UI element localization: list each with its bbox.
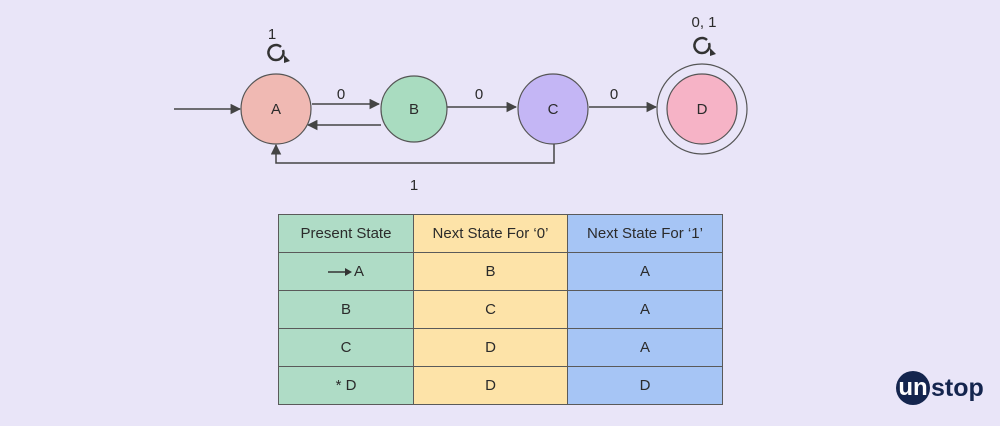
state-b-label: B (409, 101, 419, 118)
self-loop-a-icon (267, 43, 290, 63)
table-row: * D D D (278, 366, 723, 405)
state-a (240, 73, 312, 145)
next-state-1-cell: D (567, 366, 723, 405)
label-a-a: 1 (268, 26, 276, 43)
table-row: B C A (278, 290, 723, 329)
next-state-1-cell: A (567, 328, 723, 367)
present-state-cell: * D (278, 366, 414, 405)
next-state-0-cell: D (413, 366, 568, 405)
state-d-outer-ring (656, 63, 748, 155)
present-state-cell: C (278, 328, 414, 367)
state-a-label: A (271, 101, 281, 118)
table-header-row: Present State Next State For ‘0’ Next St… (278, 214, 723, 253)
label-d-d: 0, 1 (691, 14, 716, 31)
label-a-b: 0 (337, 86, 345, 103)
header-next-state-0: Next State For ‘0’ (413, 214, 568, 253)
header-present-state: Present State (278, 214, 414, 253)
table-row: A B A (278, 252, 723, 291)
state-d-label: D (697, 101, 708, 118)
dfa-diagram: A B C D 1 0 0 1 0 0, 1 (174, 14, 748, 194)
edge-c-a (270, 142, 555, 164)
state-d (666, 73, 738, 145)
label-b-c: 0 (475, 86, 483, 103)
present-state-value: D (345, 377, 357, 394)
start-state-arrow-icon (327, 268, 352, 277)
transition-table: Present State Next State For ‘0’ Next St… (278, 214, 723, 405)
next-state-1-cell: A (567, 290, 723, 329)
next-state-1-cell: A (567, 252, 723, 291)
next-state-0-cell: D (413, 328, 568, 367)
state-c-label: C (548, 101, 559, 118)
self-loop-d-icon (693, 36, 716, 56)
unstop-logo: un stop (896, 371, 984, 405)
table-row: C D A (278, 328, 723, 367)
final-state-marker: * (335, 377, 342, 394)
logo-badge: un (896, 371, 930, 405)
present-state-cell: B (278, 290, 414, 329)
next-state-0-cell: B (413, 252, 568, 291)
present-state-value: A (353, 263, 364, 280)
label-c-a: 1 (410, 177, 418, 194)
header-next-state-1: Next State For ‘1’ (567, 214, 723, 253)
next-state-0-cell: C (413, 290, 568, 329)
logo-text: stop (931, 373, 984, 402)
label-c-d: 0 (610, 86, 618, 103)
present-state-cell: A (278, 252, 414, 291)
state-c (517, 73, 589, 145)
state-b (380, 75, 448, 143)
